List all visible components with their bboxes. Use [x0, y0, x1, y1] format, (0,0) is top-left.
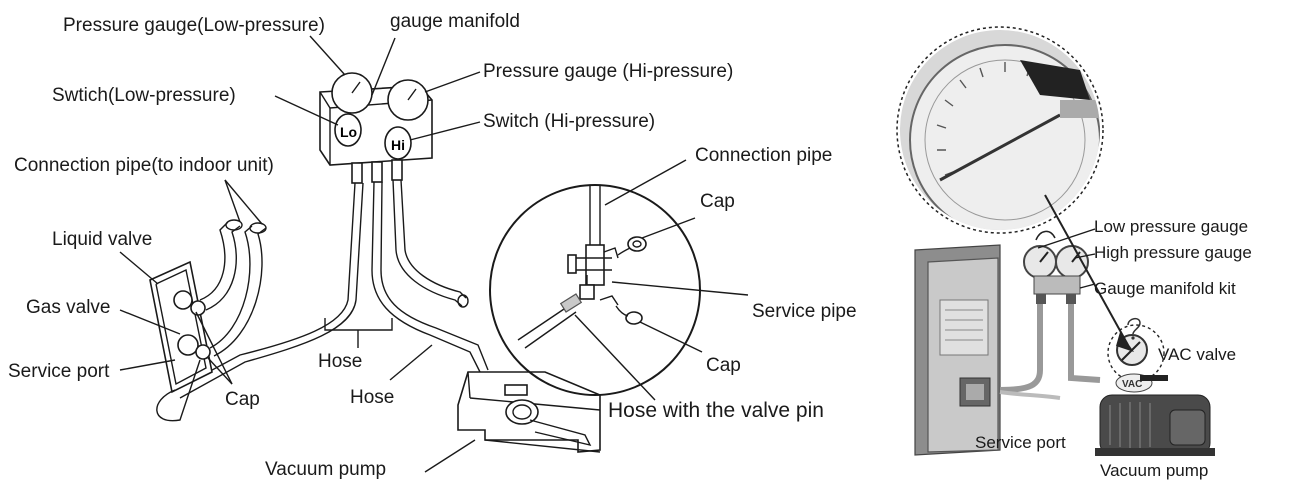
left-diagram: Lo Hi [119, 35, 601, 473]
right-leader-lines [1037, 194, 1134, 352]
label-service-port-left: Service port [8, 361, 110, 382]
label-low-pressure-gauge: Low pressure gauge [1094, 217, 1249, 236]
label-cap-bottom: Cap [706, 355, 741, 376]
label-vacuum-pump-right: Vacuum pump [1100, 461, 1209, 480]
right-diagram: VAC [896, 26, 1215, 456]
label-vac-valve: VAC valve [1158, 345, 1237, 364]
detail-circle [489, 159, 749, 401]
label-hose-with-valve-pin: Hose with the valve pin [608, 399, 824, 422]
label-high-pressure-gauge: High pressure gauge [1094, 243, 1252, 262]
magnified-gauge [900, 30, 1100, 230]
left-leader-lines [119, 35, 481, 473]
label-switch-low: Swtich(Low-pressure) [52, 85, 236, 106]
hi-knob-mark: Hi [391, 137, 405, 153]
label-gas-valve: Gas valve [26, 297, 111, 318]
label-hose-1: Hose [318, 351, 363, 372]
vacuum-pump-photo [1095, 394, 1215, 456]
label-hose-2: Hose [350, 387, 395, 408]
label-vacuum-pump-left: Vacuum pump [265, 459, 387, 480]
label-service-pipe: Service pipe [752, 301, 857, 322]
outdoor-unit-photo [914, 244, 1001, 456]
label-pressure-gauge-hi: Pressure gauge (Hi-pressure) [483, 61, 734, 82]
gauge-manifold-body: Lo Hi [319, 72, 433, 184]
label-connection-pipe: Connection pipe [695, 145, 833, 166]
lo-knob-mark: Lo [340, 124, 357, 140]
vacuum-pump-left [457, 371, 601, 453]
outdoor-unit-valves [149, 219, 267, 422]
label-service-port-right: Service port [975, 433, 1066, 452]
label-pressure-gauge-low: Pressure gauge(Low-pressure) [63, 15, 325, 36]
hoses [174, 179, 489, 399]
hoses-photo [999, 304, 1101, 400]
label-gauge-manifold: gauge manifold [390, 11, 520, 32]
gauges-photo [1023, 230, 1089, 304]
label-cap-top: Cap [700, 191, 735, 212]
label-switch-hi: Switch (Hi-pressure) [483, 111, 656, 132]
label-liquid-valve: Liquid valve [52, 229, 153, 250]
label-connection-pipe-indoor: Connection pipe(to indoor unit) [14, 155, 274, 176]
label-gauge-manifold-kit: Gauge manifold kit [1094, 279, 1236, 298]
label-cap-left: Cap [225, 389, 260, 410]
vac-mark: VAC [1122, 379, 1142, 390]
